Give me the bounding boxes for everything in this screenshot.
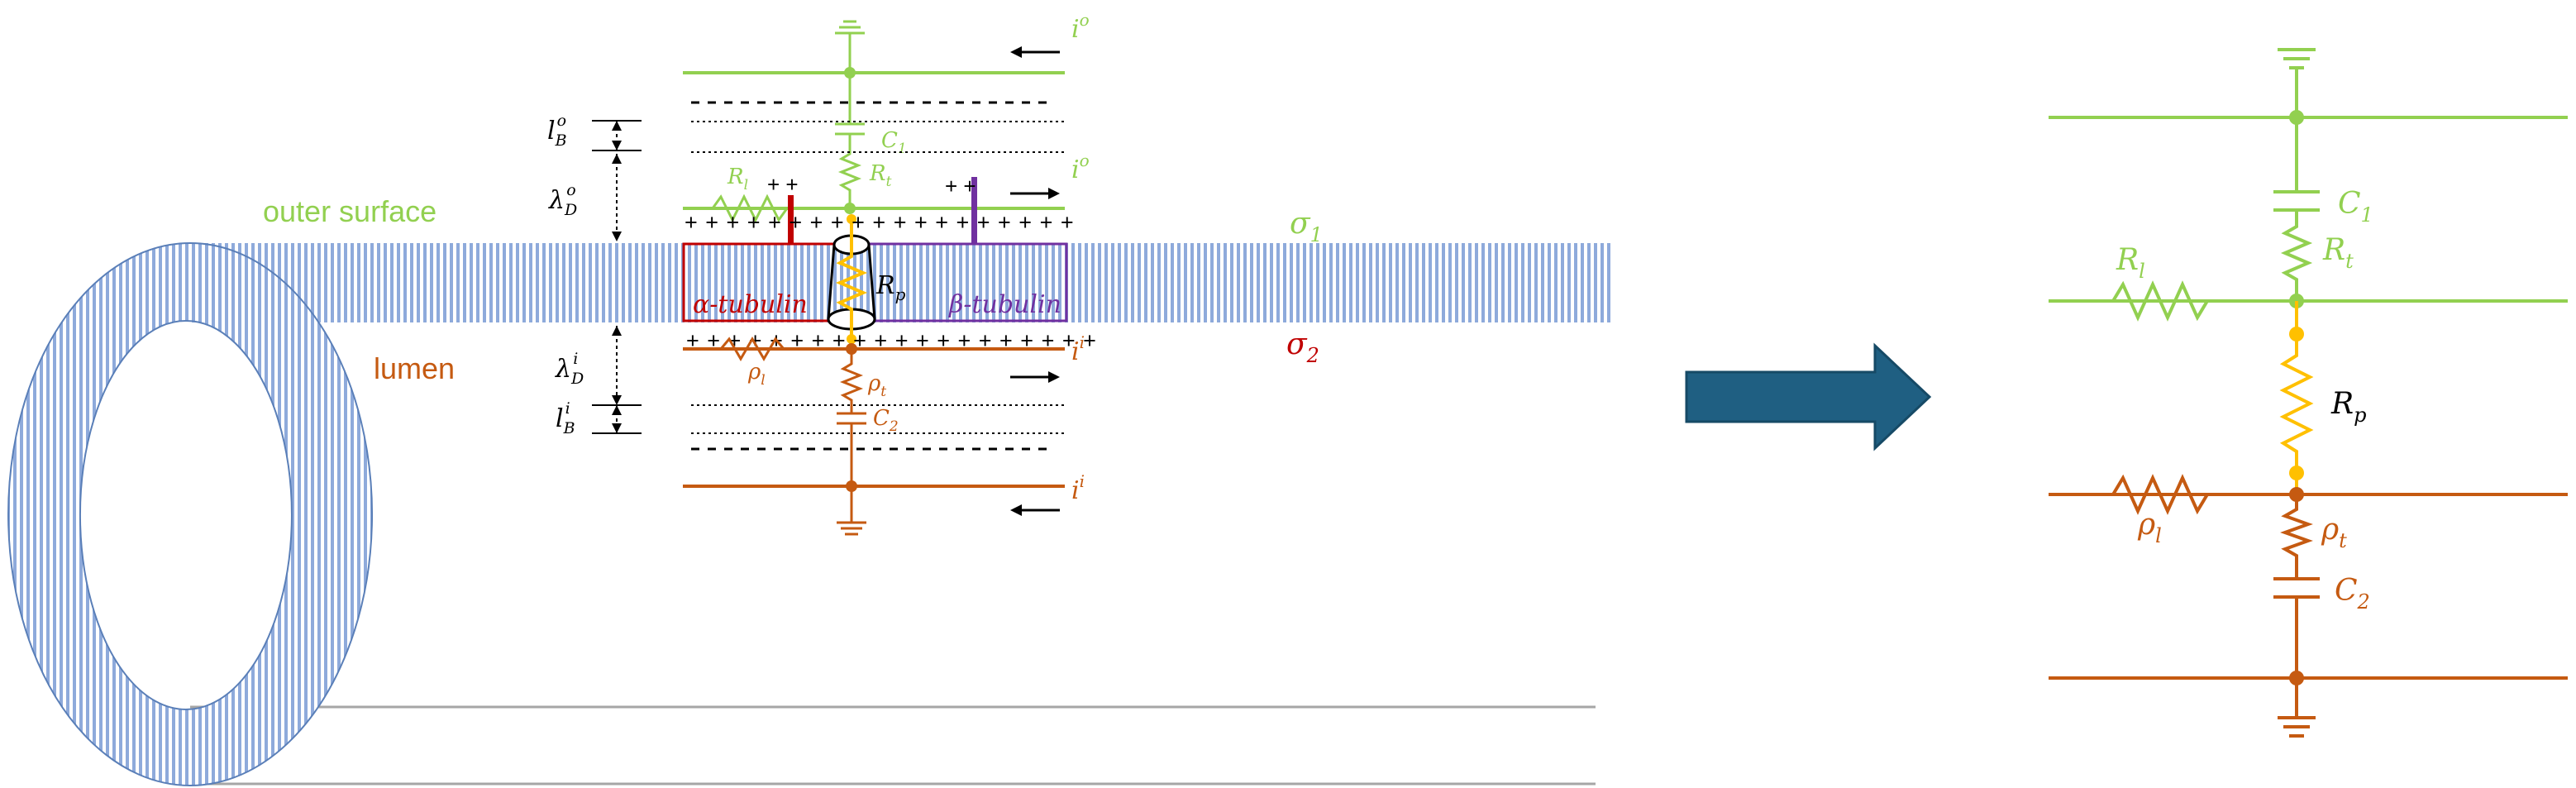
tubulin-dimer: α-tubulin β-tubulin [682, 242, 1068, 322]
tube-wall-band [190, 243, 1614, 322]
outer-surface-label: outer surface [263, 194, 436, 228]
transform-arrow [1685, 342, 1932, 451]
left-rp-label: Rp [875, 271, 906, 304]
rc-rhot-label: ρt [2321, 513, 2347, 552]
lbi-label: lBi [556, 399, 575, 437]
lambda-di-label: λDi [555, 350, 584, 388]
beta-tubulin-label: β-tubulin [948, 290, 1061, 319]
beta-charge-bar [971, 177, 977, 245]
lambda-do-label: λDo [548, 181, 577, 219]
ii-bot-label: ii [1071, 471, 1085, 505]
rc-c2-label: C2 [2335, 574, 2370, 614]
left-rt-label: Rt [869, 161, 892, 190]
plus-near-alpha: + + [767, 172, 799, 197]
left-c2-label: C2 [873, 406, 899, 435]
current-arrows [1010, 46, 1060, 516]
left-rhot-label: ρt [867, 371, 886, 400]
ii-mid-label: ii [1071, 332, 1085, 366]
left-c1-label: C1 [881, 128, 907, 157]
tube-ring [7, 242, 374, 786]
rc-rl-label: Rl [2116, 243, 2145, 283]
rc-rt-label: Rt [2322, 233, 2354, 273]
alpha-tubulin-label: α-tubulin [693, 290, 808, 319]
lbo-label: lBo [547, 112, 567, 150]
microtubule-tube [7, 242, 1614, 786]
sigma2-label: σ2 [1286, 327, 1319, 367]
lumen-label: lumen [374, 351, 455, 385]
rc-rhol-label: ρl [2137, 508, 2162, 547]
dimension-markers [592, 120, 642, 434]
io-top-label: io [1071, 10, 1090, 44]
alpha-tubulin-box [682, 242, 850, 322]
plus-row-top: + + + + + + + + + + + + + + + + + + + [685, 210, 1075, 235]
rc-c1-label: C1 [2338, 187, 2373, 227]
io-mid-label: io [1071, 150, 1090, 184]
pore-cylinder: Rp [827, 214, 906, 344]
beta-tubulin-box [852, 242, 1068, 322]
pore-resistor [835, 223, 868, 337]
alpha-charge-bar [788, 195, 794, 245]
plus-near-beta: + + [945, 174, 976, 198]
left-rl-label: Rl [727, 165, 748, 193]
inner-circuit: ρl ρt C2 [683, 337, 1065, 536]
sigma1-label: σ1 [1290, 207, 1323, 246]
equivalent-circuit: C1 Rt Rl Rp ρl ρt C2 [2049, 48, 2568, 738]
rc-rp-label: Rp [2330, 387, 2366, 427]
left-rhol-label: ρl [747, 360, 766, 389]
outer-circuit: C1 Rt Rl [683, 20, 1065, 223]
